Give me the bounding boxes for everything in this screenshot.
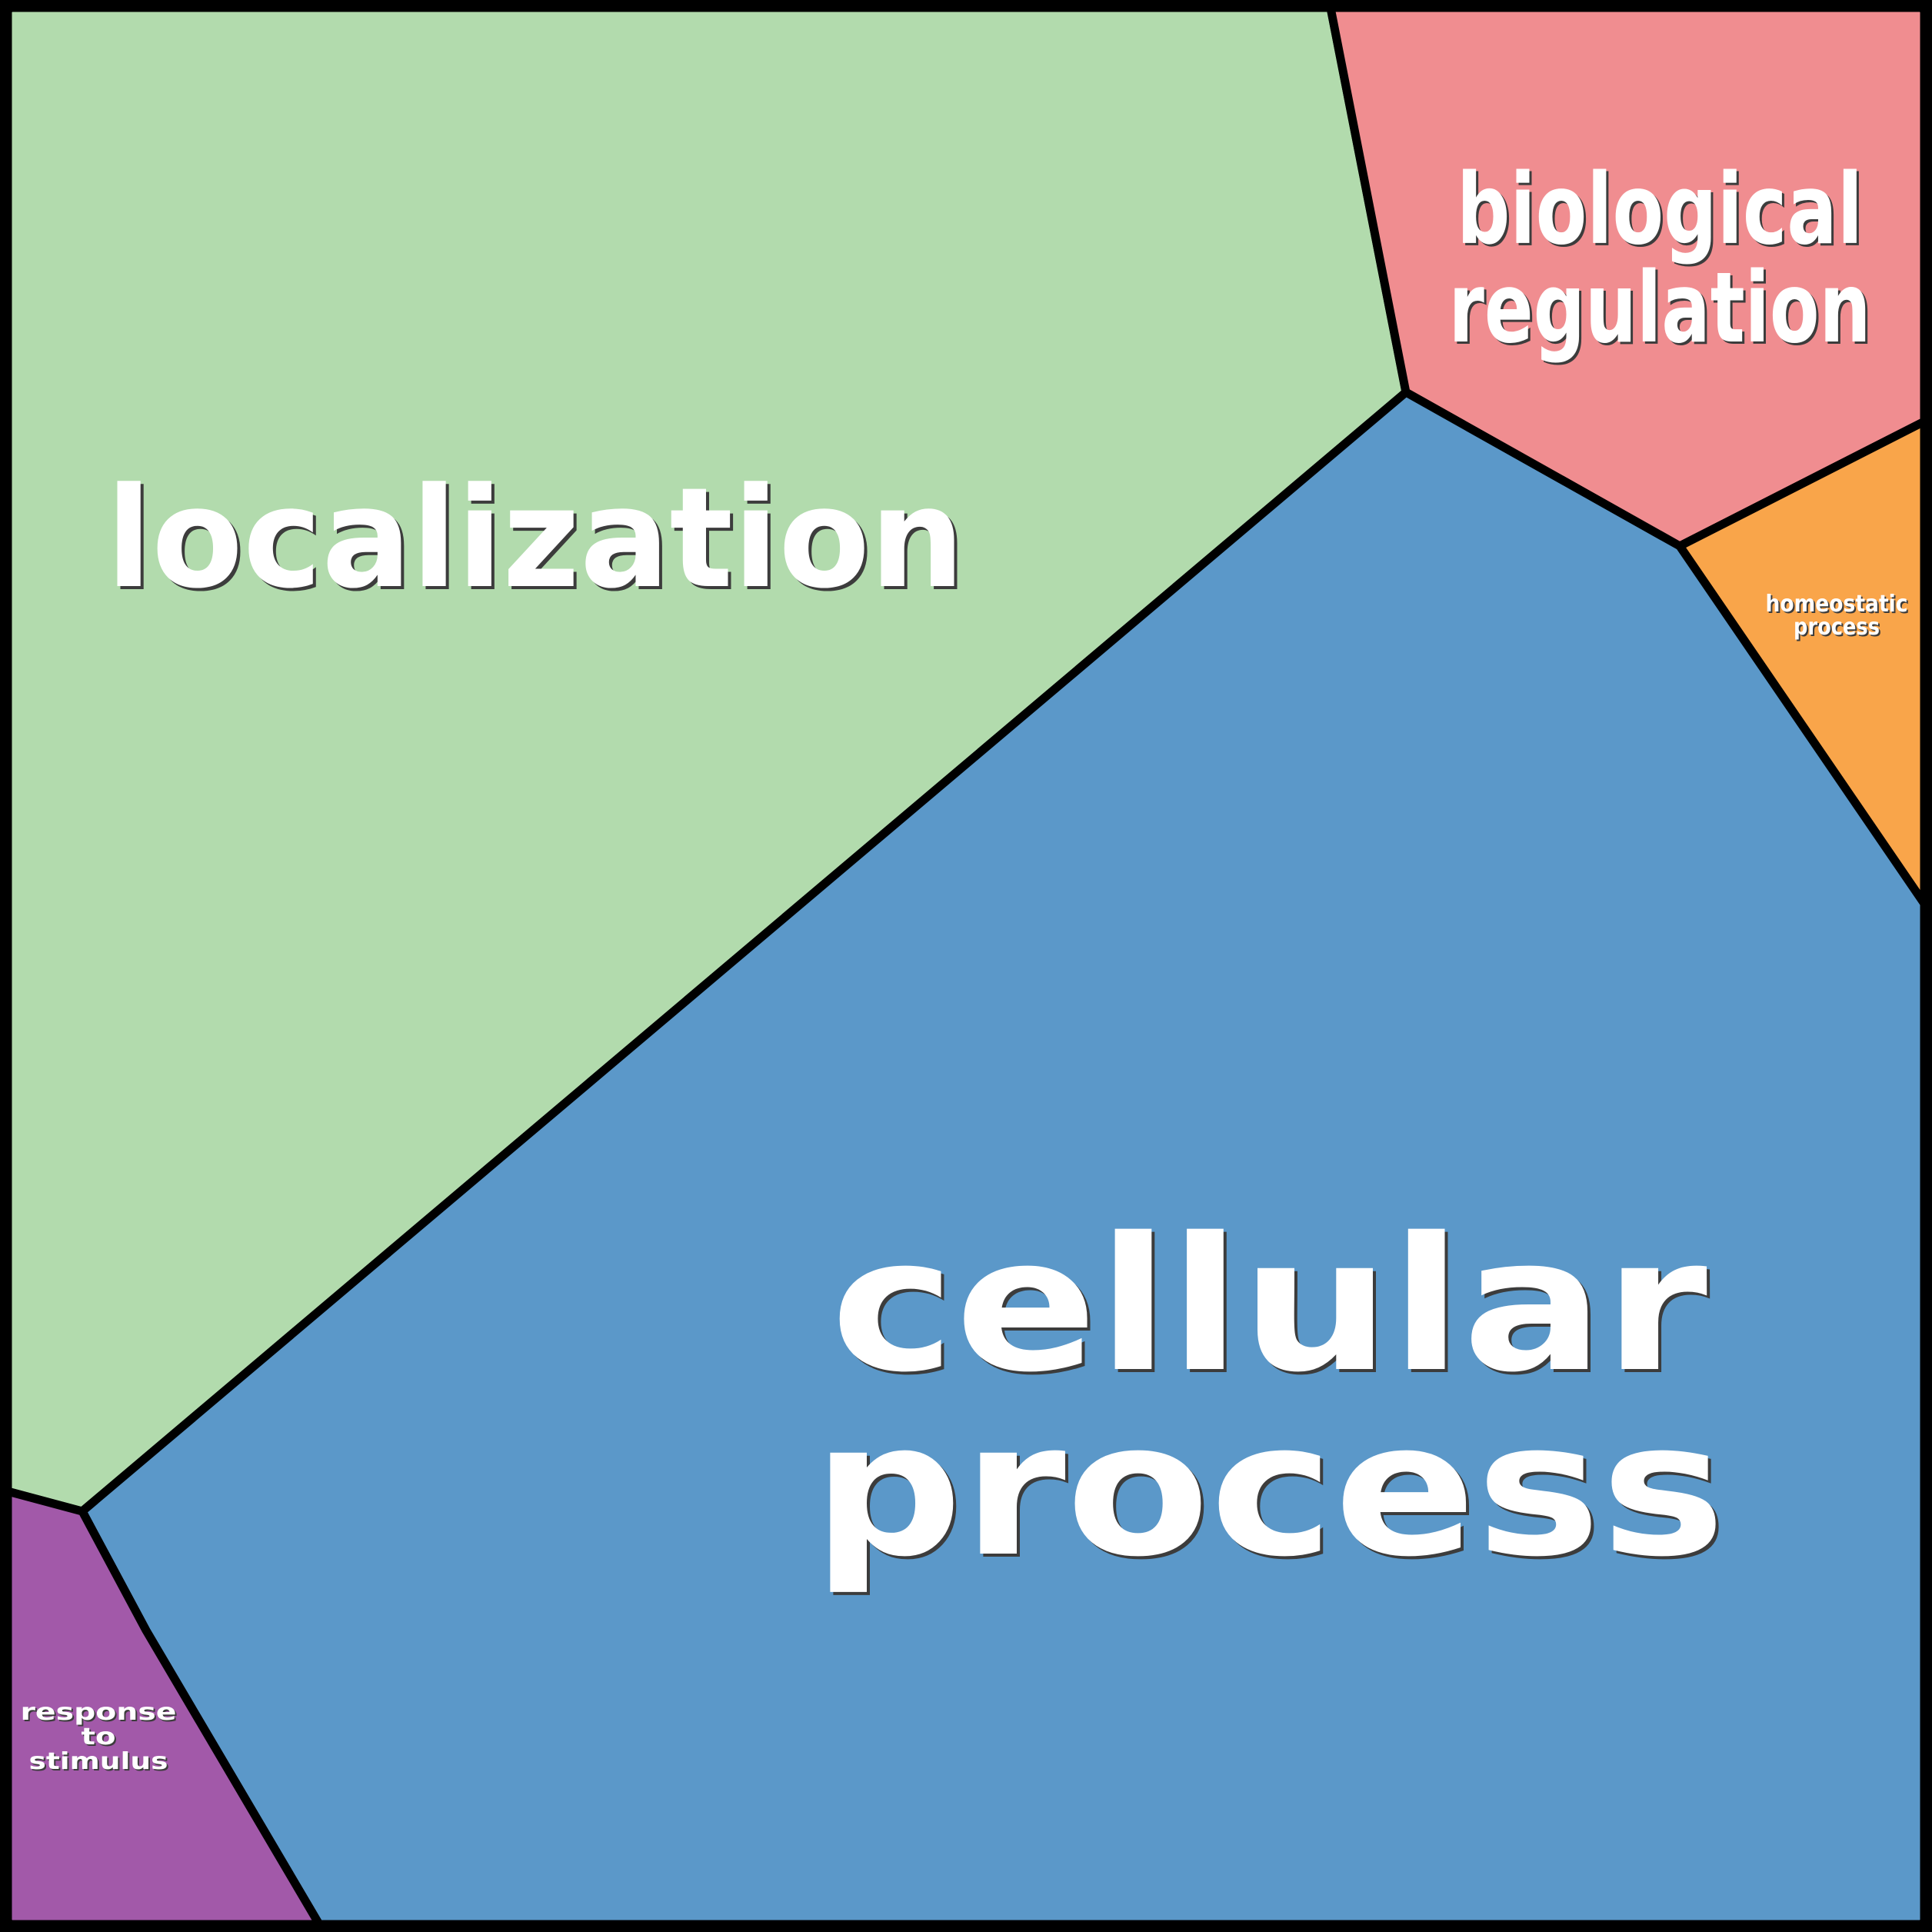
label-response-to-stimulus-line-0: response <box>21 1699 177 1726</box>
label-biological-regulation-line-1: regulation <box>1449 251 1871 365</box>
label-response-to-stimulus-line-1: to <box>82 1724 116 1750</box>
label-cellular-process-line-0: cellular <box>831 1198 1707 1413</box>
label-cellular-process-line-1: process <box>813 1382 1726 1597</box>
label-homeostatic-process-line-0: homeostatic <box>1766 591 1908 618</box>
treemap-cells <box>3 3 1929 1929</box>
label-biological-regulation-line-0: biological <box>1457 152 1863 266</box>
label-localization-line-0: localization <box>106 458 964 619</box>
label-homeostatic-process-line-1: process <box>1794 614 1880 641</box>
label-response-to-stimulus-line-2: stimulus <box>29 1748 168 1775</box>
